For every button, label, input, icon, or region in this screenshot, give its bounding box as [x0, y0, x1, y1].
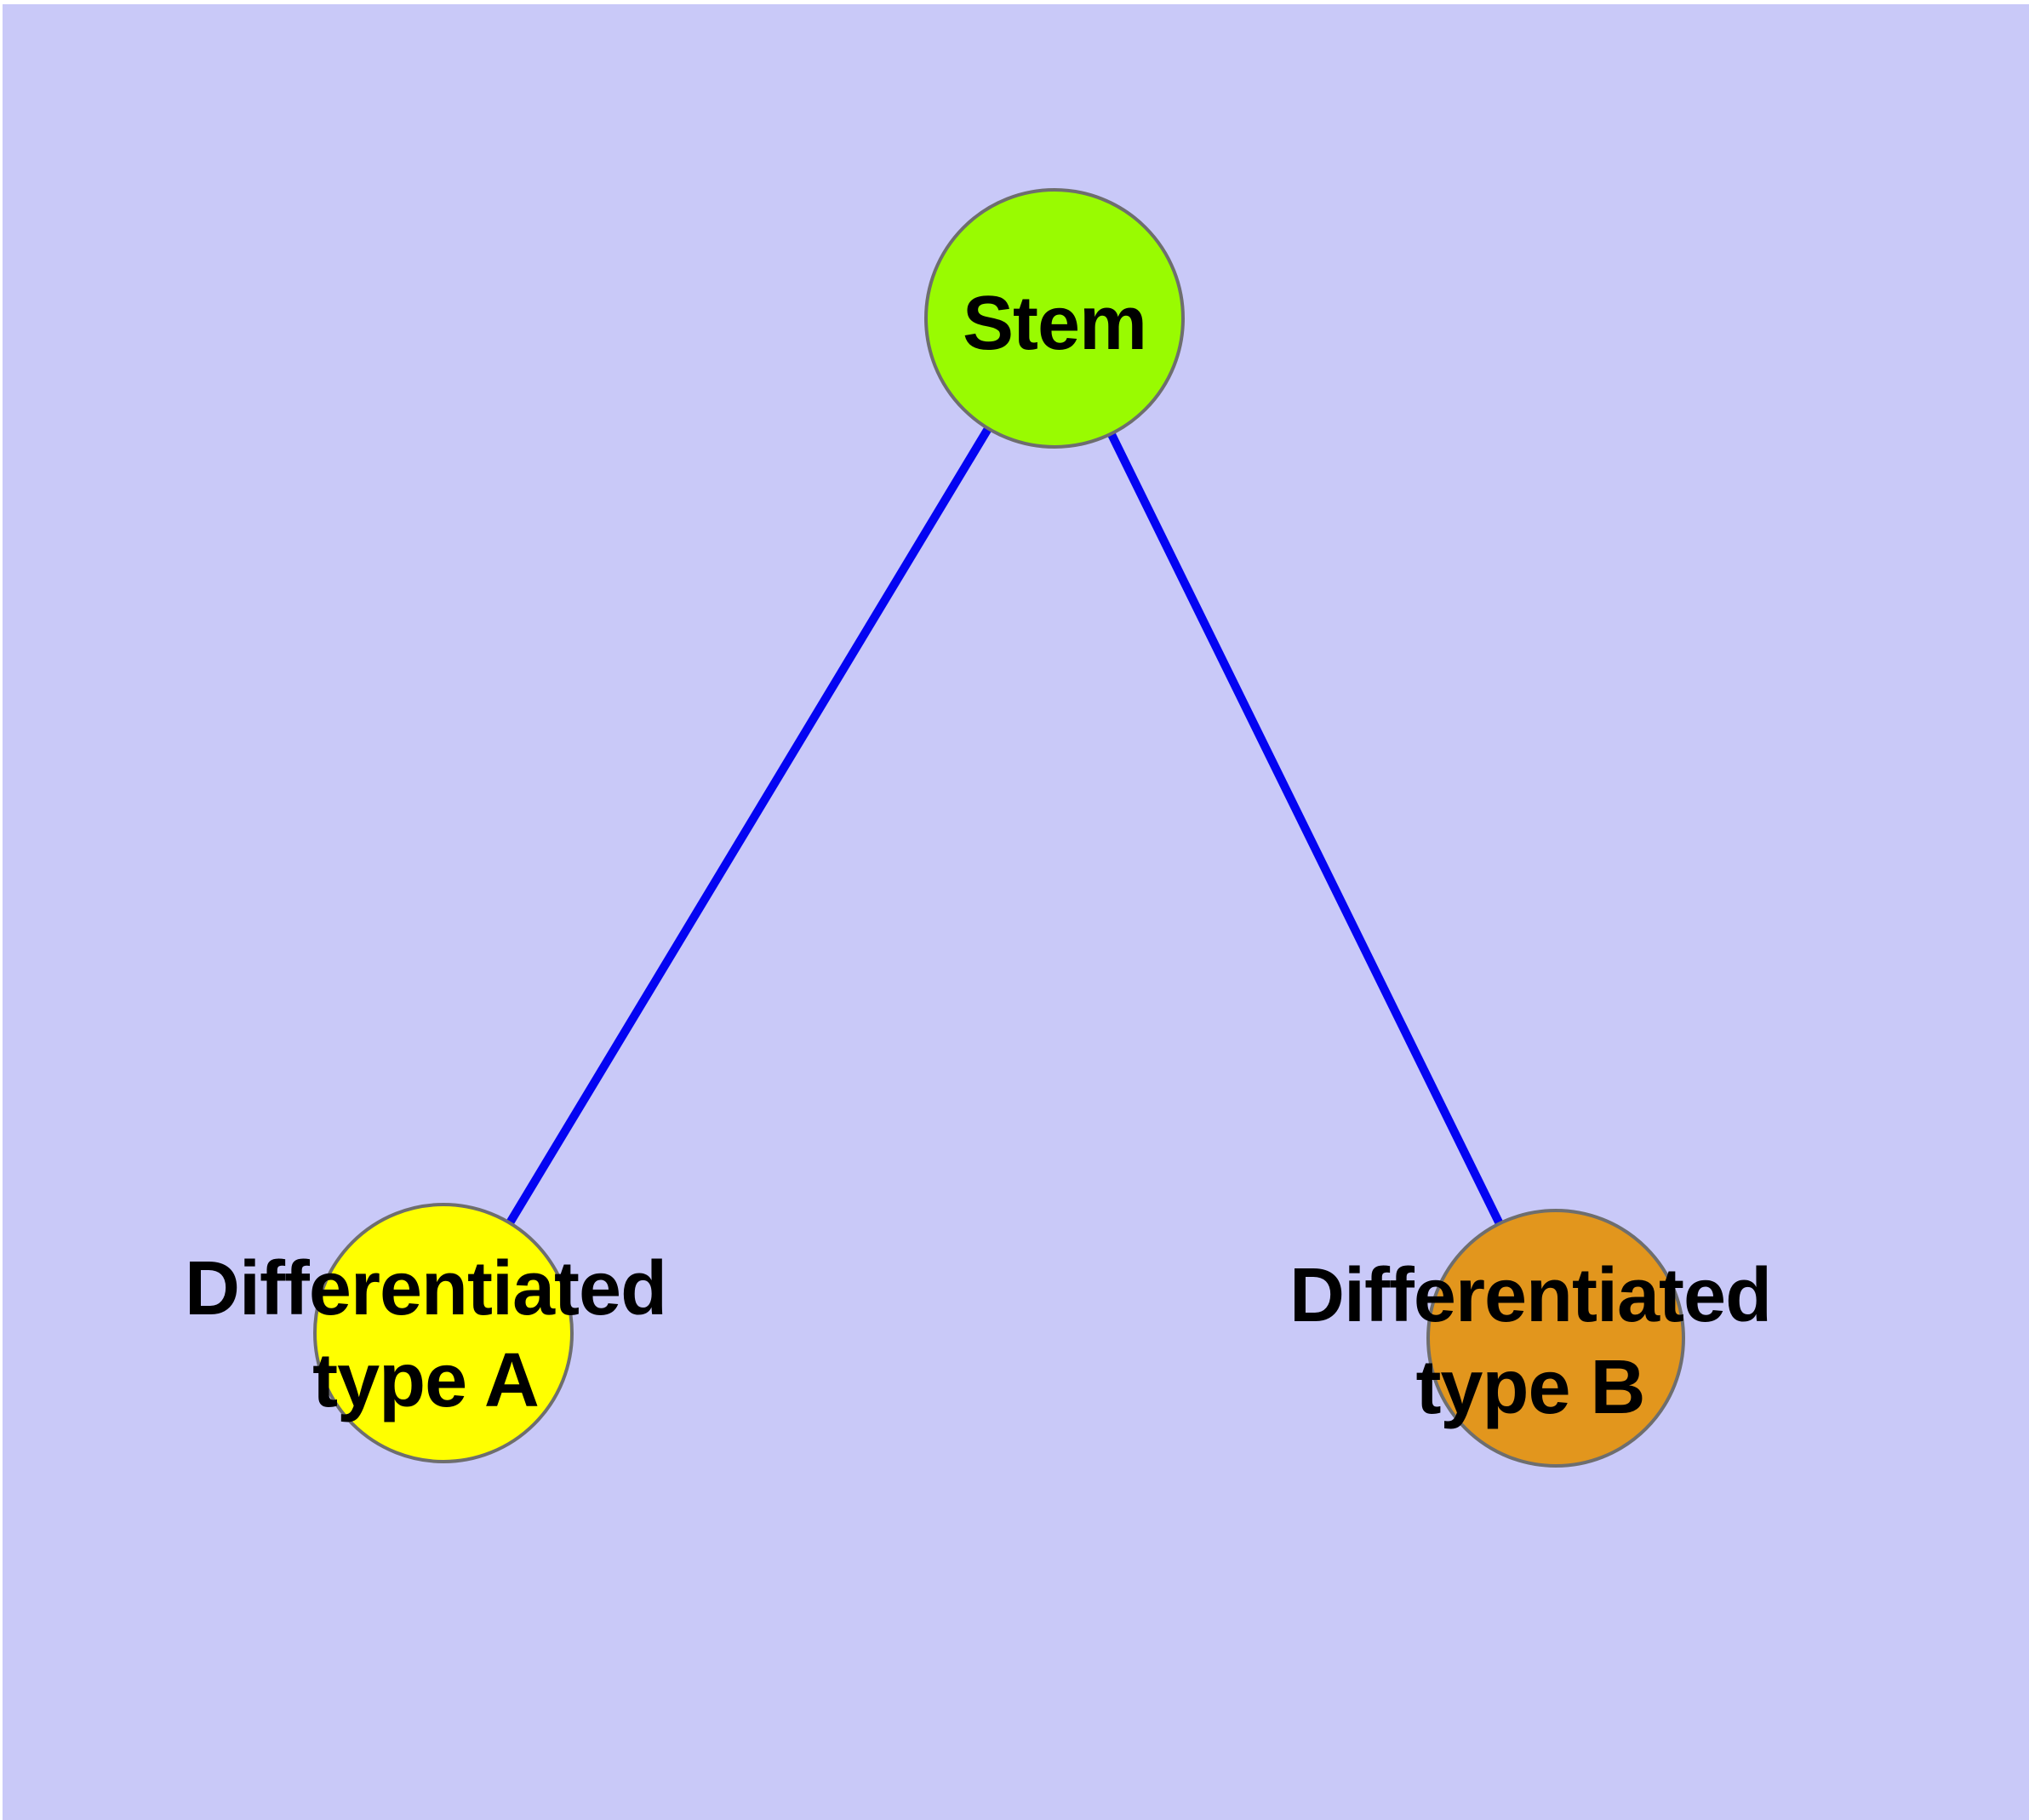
node-type-a-circle[interactable]: [313, 1203, 574, 1463]
edge-stem-to-type-a: [439, 316, 1059, 1336]
node-stem-circle[interactable]: [924, 188, 1185, 449]
edge-stem-to-type-b: [1050, 316, 1560, 1341]
node-type-b-circle[interactable]: [1426, 1209, 1685, 1468]
